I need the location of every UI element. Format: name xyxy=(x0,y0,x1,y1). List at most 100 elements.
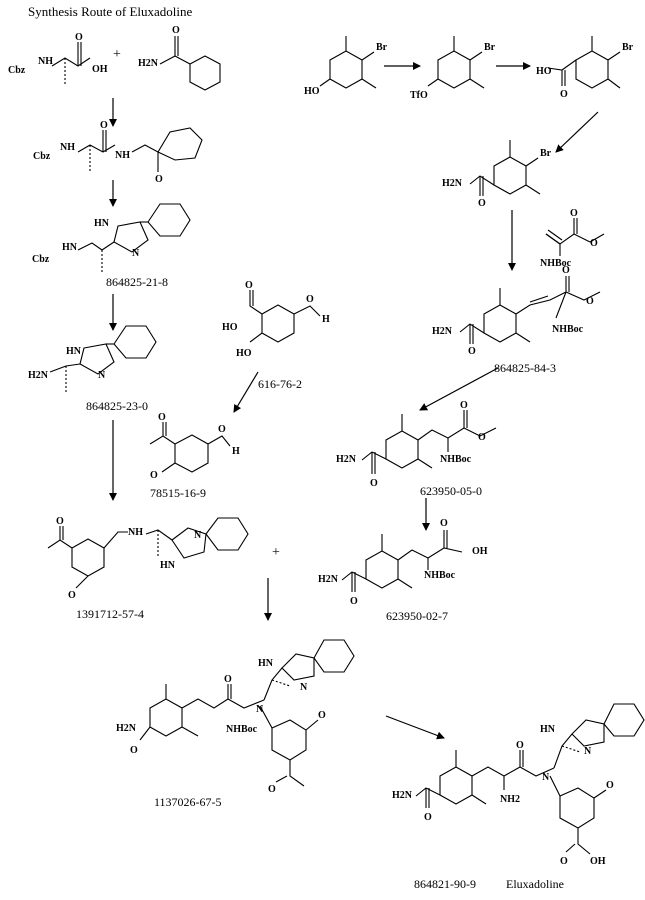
atom-label: O xyxy=(562,265,570,276)
atom-label: O xyxy=(590,238,598,249)
atom-label: O xyxy=(570,208,578,219)
cas-number: 1391712-57-4 xyxy=(76,607,144,621)
atom-label: HN xyxy=(66,346,82,357)
atom-label: O xyxy=(224,674,232,685)
atom-label: NH xyxy=(38,56,53,67)
amide-intermediate-structure: Cbz NH O NH O xyxy=(33,120,203,185)
cas-number: 864825-21-8 xyxy=(106,275,168,289)
atom-label: HN xyxy=(540,724,556,735)
coupled-boc-product-structure: H2N O O N NHBoc HN N O O 1137026-67-5 xyxy=(116,639,355,809)
atom-label: N xyxy=(300,682,308,693)
atom-label: O xyxy=(268,784,276,795)
atom-label: N xyxy=(256,704,264,715)
cas-number: 78515-16-9 xyxy=(150,486,206,500)
atom-label: N xyxy=(584,746,592,757)
plus-sign: + xyxy=(272,545,280,560)
atom-label: H2N xyxy=(318,574,339,585)
atom-label: HN xyxy=(160,560,176,571)
atom-label: NHBoc xyxy=(552,324,584,335)
atom-label: HN xyxy=(62,242,78,253)
atom-label: O xyxy=(468,346,476,357)
aminoacetophenone-structure: H2N O xyxy=(138,25,221,91)
atom-label: HN xyxy=(258,658,274,669)
atom-label: N xyxy=(132,248,140,259)
cas-number: 616-76-2 xyxy=(258,377,302,391)
hydrogenated-ester-structure: O O NHBoc H2N O 623950-05-0 xyxy=(336,400,497,498)
atom-label: H2N xyxy=(138,58,159,69)
atom-label: H2N xyxy=(442,178,463,189)
atom-label: O xyxy=(318,710,326,721)
atom-label: H2N xyxy=(392,790,413,801)
atom-label: NHBoc xyxy=(226,724,258,735)
atom-label: O xyxy=(478,198,486,209)
product-name: Eluxadoline xyxy=(506,877,564,891)
atom-label: O xyxy=(155,174,163,185)
reaction-arrow xyxy=(385,715,445,740)
atom-label: N xyxy=(98,370,106,381)
reaction-arrow xyxy=(233,371,259,413)
atom-label: O xyxy=(218,424,226,435)
atom-label: O xyxy=(586,296,594,307)
cas-number: 864821-90-9 xyxy=(414,877,476,891)
atom-label: O xyxy=(245,280,253,291)
atom-label: O xyxy=(516,740,524,751)
methyl-formylmethoxybenzoate-structure: O O H O 78515-16-9 xyxy=(149,412,240,500)
formylsalicylic-acid-structure: HO O O H HO 616-76-2 xyxy=(222,280,330,391)
atom-label: H2N xyxy=(28,370,49,381)
reaction-arrow xyxy=(555,111,599,153)
plus-sign: + xyxy=(113,47,121,62)
atom-label: NH xyxy=(115,150,130,161)
atom-label: HO xyxy=(222,322,238,333)
atom-label: O xyxy=(56,516,64,527)
atom-label: Br xyxy=(540,148,552,159)
atom-label: O xyxy=(150,470,158,481)
atom-label: HO xyxy=(304,86,320,97)
cbz-alanine-structure: Cbz NH O OH xyxy=(8,32,108,86)
atom-label: O xyxy=(306,294,314,305)
cas-number: 623950-05-0 xyxy=(420,484,482,498)
atom-label: NHBoc xyxy=(440,454,472,465)
atom-label: Br xyxy=(484,42,496,53)
reaction-arrow xyxy=(419,367,499,411)
atom-label: NHBoc xyxy=(424,570,456,581)
atom-label: Cbz xyxy=(33,151,51,162)
atom-label: H2N xyxy=(432,326,453,337)
bromodimethylbenzoic-acid-structure: Br HO O xyxy=(536,36,634,100)
atom-label: O xyxy=(560,89,568,100)
reductive-amination-product-structure: O NH N HN O 1391712-57-4 xyxy=(47,516,249,621)
atom-label: O xyxy=(424,812,432,823)
atom-label: N xyxy=(542,772,550,783)
atom-label: HO xyxy=(536,66,552,77)
atom-label: H2N xyxy=(336,454,357,465)
boc-dehydroalanine-ester-structure: O O NHBoc xyxy=(540,208,605,269)
bromodimethylphenyl-triflate-structure: Br TfO xyxy=(410,36,496,101)
atom-label: O xyxy=(172,25,180,36)
atom-label: NH2 xyxy=(500,794,520,805)
atom-label: O xyxy=(478,432,486,443)
atom-label: H xyxy=(232,446,240,457)
atom-label: O xyxy=(68,590,76,601)
atom-label: O xyxy=(606,780,614,791)
atom-label: O xyxy=(75,32,83,43)
cas-number: 864825-23-0 xyxy=(86,399,148,413)
atom-label: H xyxy=(322,314,330,325)
heck-product-structure: O O NHBoc H2N O 864825-84-3 xyxy=(432,265,601,375)
atom-label: H2N xyxy=(116,723,137,734)
atom-label: O xyxy=(100,120,108,131)
atom-label: Cbz xyxy=(8,65,26,76)
atom-label: HN xyxy=(94,218,110,229)
atom-label: OH xyxy=(92,64,108,75)
boc-amino-acid-structure: O OH NHBoc H2N O 623950-02-7 xyxy=(318,518,488,623)
atom-label: Br xyxy=(622,42,634,53)
atom-label: O xyxy=(130,745,138,756)
cas-number: 864825-84-3 xyxy=(494,361,556,375)
atom-label: N xyxy=(194,530,202,541)
atom-label: OH xyxy=(472,546,488,557)
eluxadoline-structure: O N NH2 HN N O O OH H2N O 864821-90-9 El… xyxy=(392,703,645,891)
atom-label: O xyxy=(158,412,166,423)
imidazole-amine-structure: H2N HN N 864825-23-0 xyxy=(28,325,157,413)
atom-label: NH xyxy=(60,142,75,153)
atom-label: OH xyxy=(590,856,606,867)
